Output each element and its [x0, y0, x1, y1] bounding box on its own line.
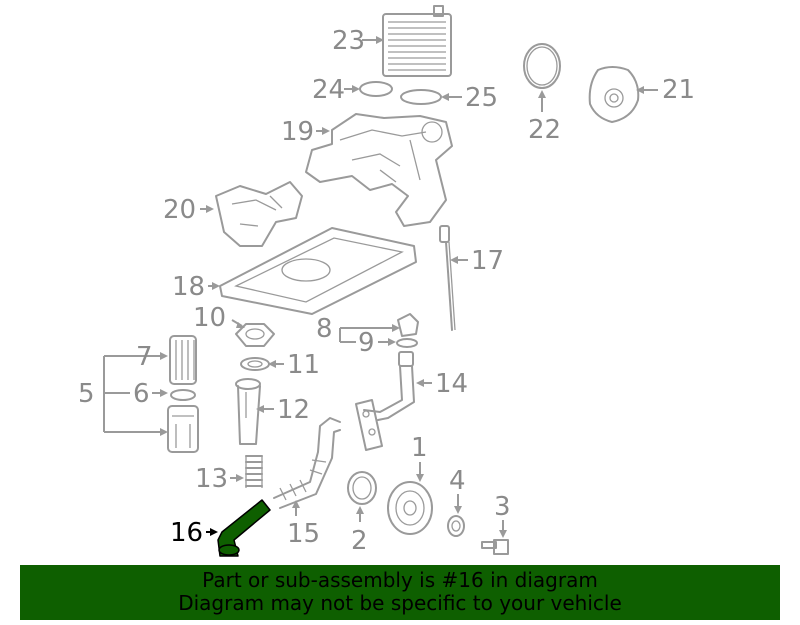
callout-18: 18 — [172, 272, 206, 302]
part-12-tube — [235, 378, 274, 445]
callout-14: 14 — [435, 369, 469, 399]
callout-13: 13 — [195, 464, 229, 494]
part-17-dipstick — [439, 225, 468, 331]
callout-8: 8 — [316, 314, 333, 344]
callout-9: 9 — [358, 328, 375, 358]
banner-line-1: Part or sub-assembly is #16 in diagram — [202, 568, 598, 592]
callout-20: 20 — [163, 195, 197, 225]
part-18-oil-pan — [208, 227, 417, 315]
part-22-gasket — [523, 43, 561, 112]
info-banner: Part or sub-assembly is #16 in diagram D… — [20, 565, 780, 620]
banner-line-2: Diagram may not be specific to your vehi… — [178, 591, 622, 615]
part-21-cover — [588, 66, 658, 123]
part-11-washer — [240, 357, 284, 371]
callout-15: 15 — [287, 519, 321, 549]
callout-2: 2 — [351, 526, 368, 556]
part-20-pump — [200, 181, 303, 247]
part-3-bolt — [481, 520, 509, 555]
callout-19: 19 — [281, 117, 315, 147]
part-5-7-filter — [103, 335, 199, 453]
callout-5: 5 — [78, 379, 95, 409]
callout-10: 10 — [193, 303, 227, 333]
callout-23: 23 — [332, 26, 366, 56]
part-10-drain-plug — [231, 319, 275, 347]
callout-6: 6 — [133, 379, 150, 409]
callout-25: 25 — [465, 83, 499, 113]
callout-16: 16 — [170, 518, 204, 548]
callout-21: 21 — [662, 75, 696, 105]
part-24-o-ring — [344, 81, 393, 97]
callout-24: 24 — [312, 75, 346, 105]
callout-3: 3 — [494, 492, 511, 522]
part-8-9-cap — [339, 313, 419, 348]
part-16-highlighted-pipe — [206, 499, 271, 557]
callout-22: 22 — [528, 115, 562, 145]
part-23-oil-cooler — [362, 5, 452, 77]
part-13-spring — [230, 455, 263, 488]
callout-12: 12 — [277, 395, 311, 425]
callout-1: 1 — [411, 433, 428, 463]
part-14-pipe — [355, 351, 432, 451]
callout-7: 7 — [136, 342, 153, 372]
callout-4: 4 — [449, 466, 466, 496]
part-19-housing — [305, 113, 453, 227]
part-4-washer — [447, 494, 465, 537]
part-1-pulley — [387, 462, 433, 535]
callout-17: 17 — [471, 246, 505, 276]
part-15-hose — [273, 417, 341, 516]
callout-11: 11 — [287, 350, 321, 380]
part-25-o-ring — [400, 89, 462, 105]
part-2-seal — [347, 471, 377, 522]
